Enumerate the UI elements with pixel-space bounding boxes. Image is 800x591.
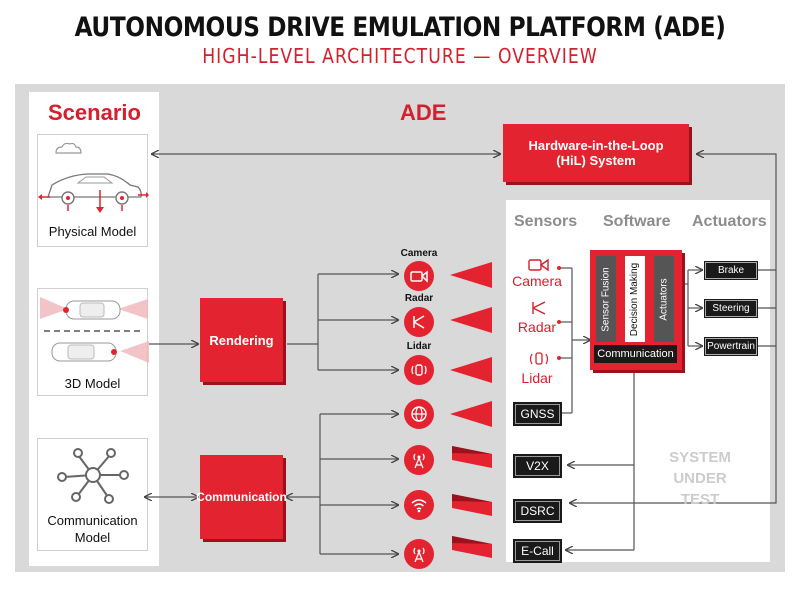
globe-icon[interactable] xyxy=(404,399,434,429)
decision-making-label: Decision Making xyxy=(629,262,641,336)
sut-line-3: TEST xyxy=(680,491,720,508)
actuators-bar: Actuators xyxy=(654,256,674,342)
sensor-fusion-bar: Sensor Fusion xyxy=(596,256,616,342)
powertrain-box[interactable]: Powertrain xyxy=(704,337,758,356)
antenna-tower-icon[interactable] xyxy=(404,539,434,569)
actuators-bar-label: Actuators xyxy=(658,277,670,321)
ecall-box[interactable]: E-Call xyxy=(513,539,562,563)
sut-camera-icon xyxy=(528,258,549,272)
actuators-heading: Actuators xyxy=(692,213,767,230)
radar-icon[interactable] xyxy=(404,307,434,337)
camera-icon[interactable] xyxy=(404,261,434,291)
brake-box[interactable]: Brake xyxy=(704,261,758,280)
communication-model-label-1: Communication xyxy=(47,513,138,528)
hil-line-2: (HiL) System xyxy=(556,153,636,168)
sut-radar-icon xyxy=(532,301,546,315)
network-hub-icon xyxy=(57,448,129,504)
scenario-heading: Scenario xyxy=(48,100,141,125)
wifi-icon[interactable] xyxy=(404,490,434,520)
sut-lidar-icon xyxy=(529,352,549,365)
physical-model-label: Physical Model xyxy=(48,224,137,239)
sut-line-2: UNDER xyxy=(673,470,727,487)
antenna-icon[interactable] xyxy=(404,445,434,475)
page-title: AUTONOMOUS DRIVE EMULATION PLATFORM (ADE… xyxy=(74,12,726,43)
system-under-test-label: SYSTEM UNDER TEST xyxy=(650,447,750,510)
lidar-tag: Lidar xyxy=(406,341,432,352)
camera-tag: Camera xyxy=(400,248,438,259)
hil-system-box[interactable]: Hardware-in-the-Loop (HiL) System xyxy=(503,124,689,182)
3d-model-card[interactable]: 3D Model xyxy=(37,288,149,396)
communication-model-label-2: Model xyxy=(74,530,111,545)
software-communication-bar: Communication xyxy=(594,345,677,363)
rendering-box[interactable]: Rendering xyxy=(200,298,283,382)
hil-line-1: Hardware-in-the-Loop xyxy=(528,138,664,153)
sensor-fusion-label: Sensor Fusion xyxy=(600,266,612,332)
physical-model-card[interactable]: Physical Model xyxy=(37,134,149,247)
lidar-icon[interactable] xyxy=(404,355,434,385)
v2x-box[interactable]: V2X xyxy=(513,454,562,478)
dsrc-box[interactable]: DSRC xyxy=(513,499,562,523)
ade-heading: ADE xyxy=(400,100,447,125)
car-physics-icon xyxy=(38,142,149,213)
sensors-heading: Sensors xyxy=(514,213,578,230)
sut-lidar-label: Lidar xyxy=(521,370,553,386)
decision-making-bar: Decision Making xyxy=(625,256,645,342)
sut-line-1: SYSTEM xyxy=(669,449,731,466)
car-sensor-view-icon xyxy=(40,297,149,363)
communication-box[interactable]: Communication xyxy=(196,455,287,539)
sut-camera-label: Camera xyxy=(512,273,562,289)
steering-box[interactable]: Steering xyxy=(704,299,758,318)
radar-tag: Radar xyxy=(404,293,434,304)
gnss-box[interactable]: GNSS xyxy=(513,402,562,426)
communication-model-card[interactable]: Communication Model xyxy=(37,438,148,551)
signal-wedges xyxy=(450,262,492,558)
3d-model-label: 3D Model xyxy=(64,376,121,391)
page-subtitle: HIGH-LEVEL ARCHITECTURE — OVERVIEW xyxy=(202,44,598,68)
software-heading: Software xyxy=(603,213,671,230)
sut-radar-label: Radar xyxy=(517,319,557,335)
